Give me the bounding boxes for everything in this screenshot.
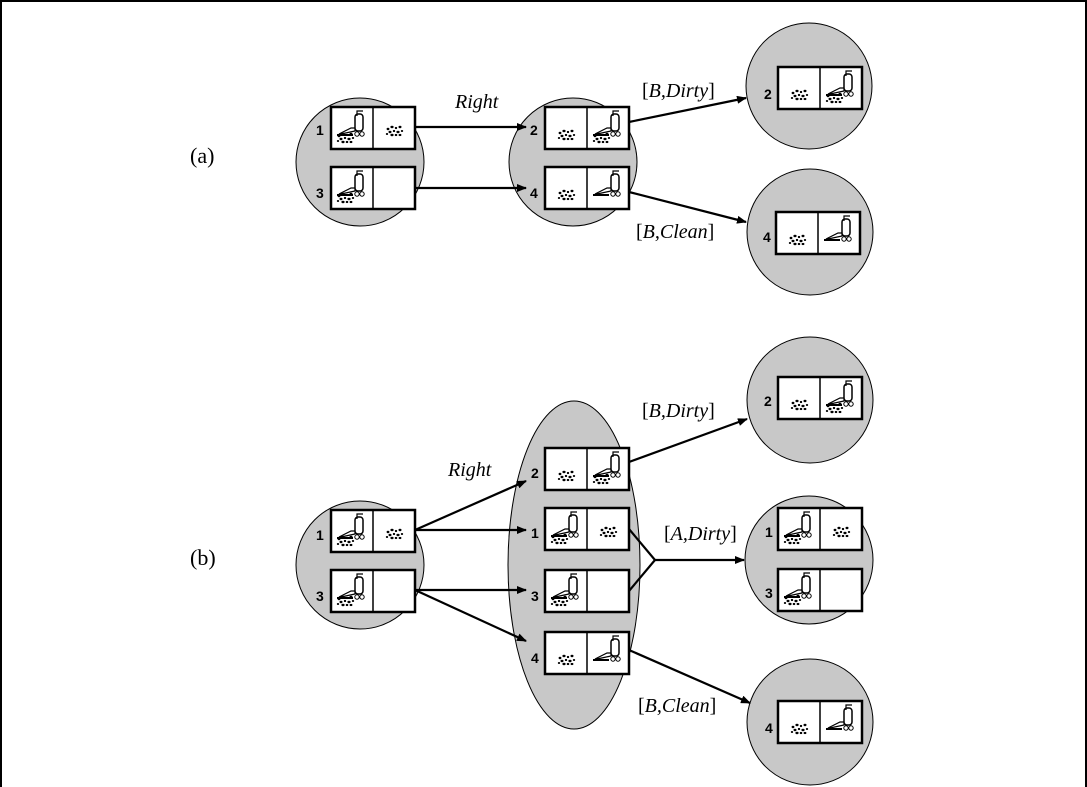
belief-state-a-initial: 1 3 <box>295 97 425 227</box>
transition-arrow <box>414 479 527 532</box>
world-state-3 <box>331 167 415 209</box>
percept-label-a-dirty: [A,Dirty] <box>664 523 737 545</box>
state-number: 4 <box>763 229 771 245</box>
panel-label-a: (a) <box>190 143 214 168</box>
world-state-4 <box>545 167 629 209</box>
belief-state-b-b-clean: 4 <box>746 658 874 786</box>
belief-state-b-initial: 1 3 <box>295 500 425 630</box>
state-number: 3 <box>531 588 539 604</box>
world-state-4 <box>545 632 629 674</box>
belief-state-b-after-right: 2 1 3 4 <box>507 400 641 730</box>
state-number: 2 <box>764 86 772 102</box>
state-number: 1 <box>765 524 773 540</box>
state-number: 4 <box>530 185 538 201</box>
belief-state-a-after-right: 2 4 <box>508 97 638 227</box>
world-state-3 <box>545 570 629 612</box>
state-number: 2 <box>764 393 772 409</box>
action-label-right: Right <box>454 91 499 113</box>
belief-state-a-b-dirty: 2 <box>745 22 873 150</box>
percept-label-b-dirty: [B,Dirty] <box>642 80 715 102</box>
world-state-2 <box>545 448 629 490</box>
world-state-2 <box>778 377 862 419</box>
transition-arrow <box>628 95 747 124</box>
world-state-4 <box>778 701 862 743</box>
state-number: 1 <box>531 525 539 541</box>
percept-label-b-clean: [B,Clean] <box>636 221 714 243</box>
belief-state-b-b-dirty: 2 <box>746 336 874 464</box>
world-state-1 <box>545 508 629 550</box>
transition-arrow <box>628 190 747 224</box>
belief-state-b-a-dirty: 1 3 <box>744 495 874 625</box>
percept-label-b-dirty: [B,Dirty] <box>642 400 715 422</box>
state-number: 1 <box>316 527 324 543</box>
state-number: 1 <box>316 122 324 138</box>
world-state-1 <box>331 510 415 552</box>
state-number: 2 <box>531 465 539 481</box>
state-number: 3 <box>765 585 773 601</box>
world-state-3 <box>778 569 862 611</box>
world-state-2 <box>545 107 629 149</box>
world-state-1 <box>331 107 415 149</box>
world-state-1 <box>778 508 862 550</box>
transition-arrow <box>628 417 748 464</box>
belief-state-a-b-clean: 4 <box>746 168 874 296</box>
transition-arrow <box>628 648 751 705</box>
world-state-2 <box>778 67 862 109</box>
action-label-right: Right <box>447 459 492 481</box>
transitions-b <box>414 417 751 705</box>
state-number: 3 <box>316 588 324 604</box>
percept-label-b-clean: [B,Clean] <box>638 695 716 717</box>
state-number: 2 <box>530 122 538 138</box>
state-number: 4 <box>531 650 539 666</box>
state-number: 3 <box>316 185 324 201</box>
panel-label-b: (b) <box>190 545 216 570</box>
world-state-3 <box>331 570 415 612</box>
world-state-4 <box>776 212 860 254</box>
transitions-a <box>415 95 747 224</box>
state-number: 4 <box>765 720 773 736</box>
transition-arrow <box>414 589 527 642</box>
